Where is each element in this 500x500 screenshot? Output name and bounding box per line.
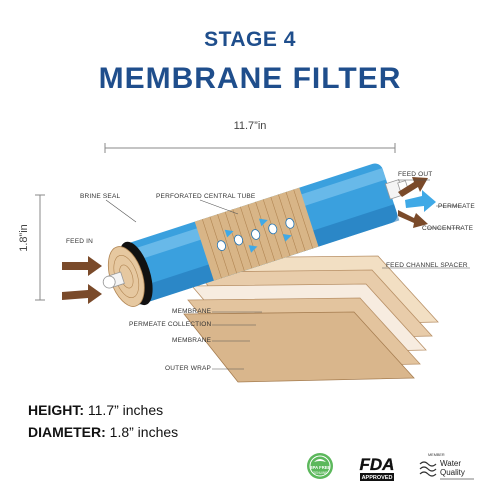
page-title: MEMBRANE FILTER	[98, 62, 402, 95]
fda-approved-badge-icon: FDA APPROVED	[359, 455, 395, 481]
label-membrane-2: MEMBRANE	[172, 337, 212, 344]
perforation-hole	[251, 229, 261, 240]
flow-arrow-small	[224, 229, 234, 238]
spec-height: HEIGHT: 11.7” inches	[28, 402, 163, 418]
label-feed-out: FEED OUT	[398, 171, 433, 178]
stage-heading: STAGE 4	[204, 28, 296, 51]
label-permeate: PERMEATE	[438, 203, 475, 210]
concentrate-arrow	[398, 210, 428, 228]
label-perforated-central-tube: PERFORATED CENTRAL TUBE	[156, 193, 256, 200]
spec-diameter: DIAMETER: 1.8” inches	[28, 424, 178, 440]
label-concentrate: CONCENTRATE	[422, 225, 474, 232]
feed-in-arrow-top	[62, 256, 102, 276]
perforation-hole	[268, 223, 278, 235]
leader-perforated-tube	[199, 199, 239, 215]
fda-badge-line2: APPROVED	[362, 475, 393, 481]
flow-arrow-small	[248, 245, 258, 253]
spec-height-label: HEIGHT:	[28, 402, 84, 418]
wqa-badge-line1: Water	[440, 459, 461, 468]
label-feed-in: FEED IN	[66, 238, 94, 245]
label-brine-seal: BRINE SEAL	[80, 193, 121, 200]
bpa-free-badge-icon: BPA FREE GENUINE	[307, 453, 333, 479]
certification-badges: BPA FREE GENUINE FDA APPROVED MEMBER Wat…	[307, 453, 474, 481]
diameter-dimension-label: 1.8”in	[17, 224, 30, 252]
label-outer-wrap: OUTER WRAP	[165, 365, 212, 372]
label-permeate-collection: PERMEATE COLLECTION	[129, 321, 212, 328]
feed-out-arrow	[398, 177, 428, 197]
spec-diameter-value: 1.8” inches	[109, 424, 179, 440]
flow-arrow-small	[258, 218, 268, 227]
perforation-hole	[234, 234, 244, 246]
spec-diameter-label: DIAMETER:	[28, 424, 106, 440]
permeate-arrow	[405, 190, 436, 212]
filter-cartridge	[102, 163, 409, 307]
perforation-hole	[216, 240, 226, 251]
length-dimension-label: 11.7”in	[233, 120, 267, 132]
bpa-badge-line2: GENUINE	[313, 471, 328, 475]
spec-height-value: 11.7” inches	[87, 402, 164, 418]
leader-brine-seal	[105, 199, 137, 223]
label-feed-channel-spacer: FEED CHANNEL SPACER	[386, 262, 468, 269]
flow-arrow-small	[282, 234, 292, 242]
perforation-hole	[285, 218, 295, 229]
fda-badge-line1: FDA	[360, 455, 395, 474]
feed-in-arrow-bottom	[62, 284, 102, 304]
bpa-badge-line1: BPA FREE	[310, 465, 331, 470]
water-quality-member-badge-icon: MEMBER Water Quality	[419, 453, 474, 480]
membrane-sheets	[183, 255, 439, 383]
wqa-badge-line2: Quality	[440, 468, 465, 477]
wqa-badge-member: MEMBER	[428, 453, 445, 457]
sheet-outer-wrap	[183, 311, 415, 383]
label-membrane-1: MEMBRANE	[172, 308, 212, 315]
